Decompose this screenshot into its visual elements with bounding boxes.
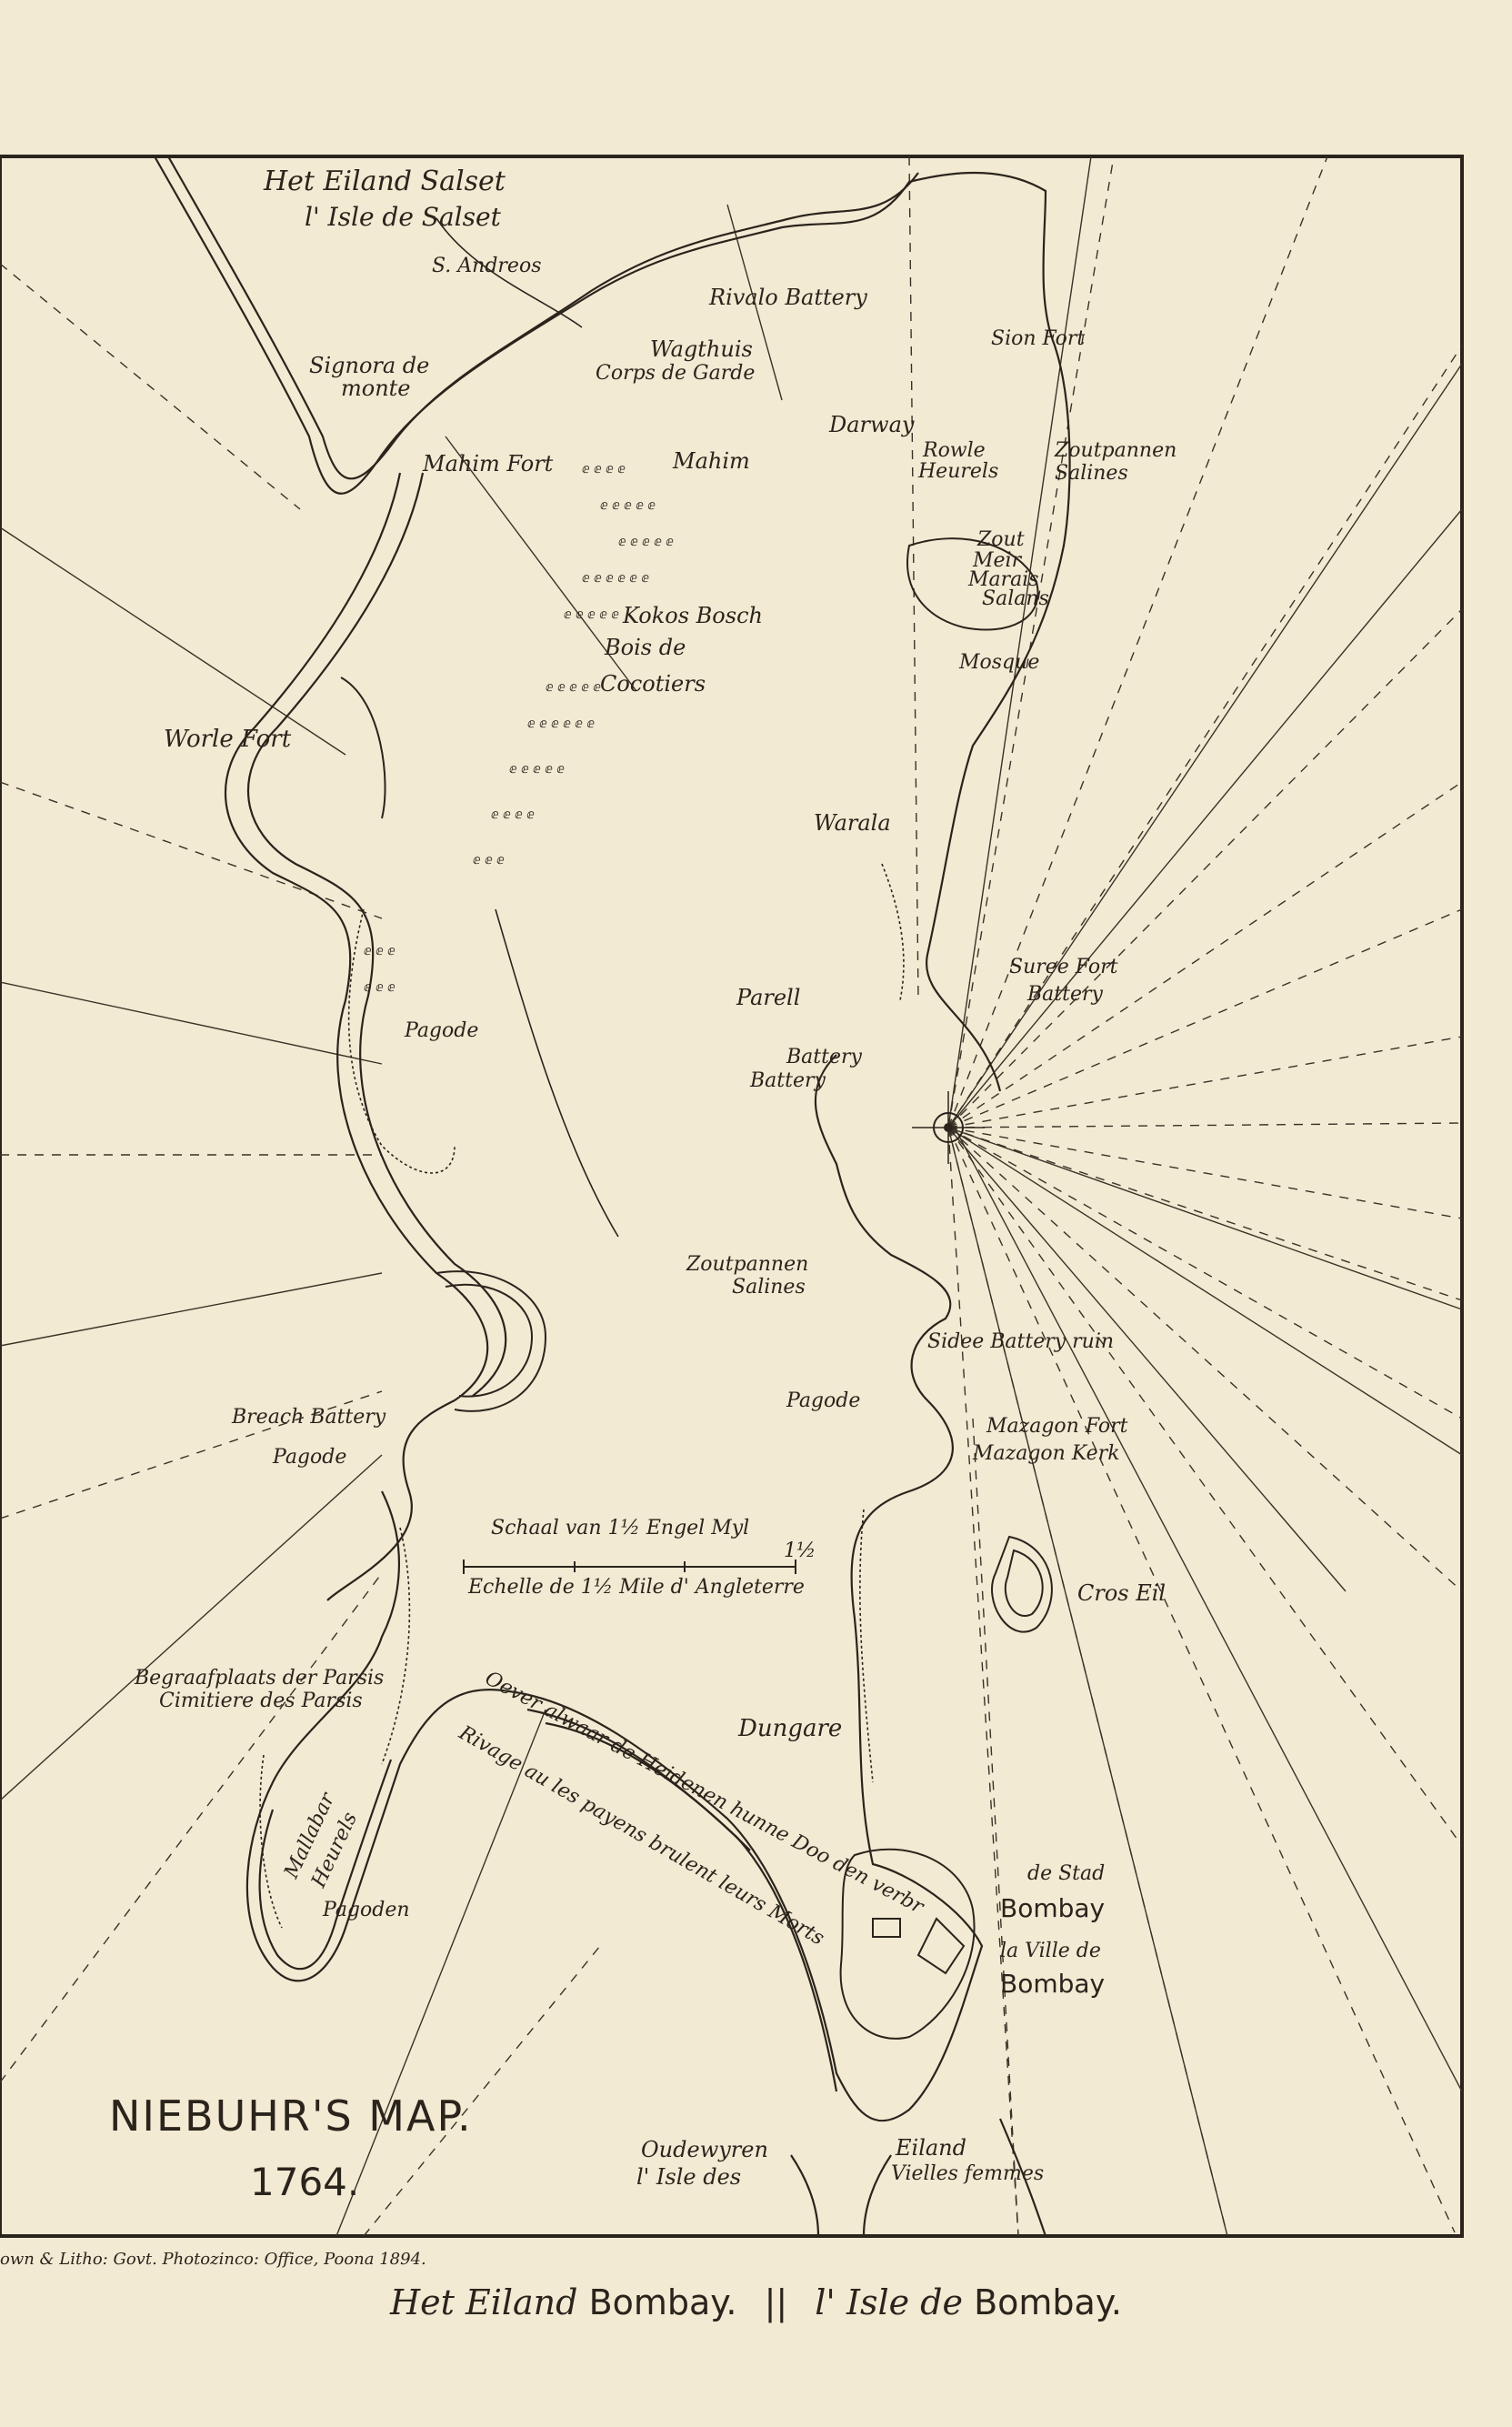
label-zout-meir-1: Zout [977,528,1025,551]
label-wagthuis: Wagthuis [650,336,753,362]
label-cocotiers: Cocotiers [600,671,706,697]
label-zoutpannen-2: Zoutpannen [686,1253,809,1276]
town-of-bombay [872,1917,966,1975]
caption-part2-name: Bombay. [974,2282,1122,2322]
label-rowle: Rowle [923,439,986,462]
label-salines-1: Salines [1055,462,1128,485]
label-zout-meir-4: Salans [982,587,1049,610]
label-pagode-3: Pagode [273,1446,347,1469]
svg-text:ⅇ ⅇ ⅇ: ⅇ ⅇ ⅇ [364,944,396,958]
label-warala: Warala [814,810,891,836]
ridges [259,863,905,1929]
svg-text:ⅇ ⅇ ⅇ ⅇ ⅇ: ⅇ ⅇ ⅇ ⅇ ⅇ [618,535,674,549]
label-mosque: Mosque [959,651,1040,674]
caption-part2-italic: l' Isle de [815,2282,963,2322]
islands [340,537,1053,2040]
svg-text:ⅇ ⅇ ⅇ ⅇ ⅇ ⅇ: ⅇ ⅇ ⅇ ⅇ ⅇ ⅇ [527,717,595,731]
rhumb-lines [0,155,1463,2237]
label-zout-meir-3: Marais [968,568,1039,591]
svg-text:ⅇ ⅇ ⅇ ⅇ: ⅇ ⅇ ⅇ ⅇ [491,807,535,822]
label-sion-fort: Sion Fort [991,327,1086,350]
label-monte: monte [341,376,411,401]
svg-text:ⅇ ⅇ ⅇ: ⅇ ⅇ ⅇ [364,980,396,995]
label-battery-2: Battery [750,1069,826,1092]
caption-part1-name: Bombay. [588,2282,737,2322]
label-scale-french: Echelle de 1½ Mile d' Angleterre [468,1576,805,1599]
label-breach-battery: Breach Battery [232,1406,386,1429]
map-title: NIEBUHR'S MAP. [109,2091,473,2141]
label-stad-bombay: Bombay [1000,1893,1106,1923]
label-rivalo-battery: Rivalo Battery [709,285,867,310]
coastline [154,155,1071,2237]
label-worle-fort: Worle Fort [164,726,292,753]
label-suree-battery: Battery [1027,983,1103,1006]
forest-area: ⅇ ⅇ ⅇ ⅇ ⅇ ⅇ ⅇ ⅇ ⅇ ⅇ ⅇ ⅇ ⅇ ⅇ ⅇ ⅇ ⅇ ⅇ ⅇ ⅇ … [364,462,674,995]
label-heurels: Heurels [918,460,999,483]
label-begraafplaats: Begraafplaats der Parsis [135,1667,385,1690]
label-kokos-bosch: Kokos Bosch [623,603,763,628]
label-signora: Signora de [309,353,430,378]
label-sidee-battery: Sidee Battery ruin [927,1330,1115,1353]
scale-bar [463,1559,796,1574]
svg-text:ⅇ ⅇ ⅇ ⅇ ⅇ: ⅇ ⅇ ⅇ ⅇ ⅇ [546,680,601,695]
label-pagoden: Pagoden [323,1899,410,1921]
label-la-ville-de: la Ville de [1000,1940,1101,1962]
label-corps-de-garde: Corps de Garde [596,362,756,385]
rivers [436,217,619,1238]
compass-rose [912,1091,985,1164]
map-frame [0,155,1464,2238]
label-eiland: Eiland [896,2135,966,2161]
label-vielles-femmes: Vielles femmes [891,2162,1045,2185]
compass-rays [0,155,1463,2237]
label-parell: Parell [736,985,801,1010]
map-caption: Het Eiland Bombay. || l' Isle de Bombay. [0,2282,1512,2322]
label-de-stad: de Stad [1027,1862,1106,1885]
svg-text:ⅇ ⅇ ⅇ ⅇ ⅇ ⅇ: ⅇ ⅇ ⅇ ⅇ ⅇ ⅇ [582,571,649,586]
label-cimitiere: Cimitiere des Parsis [159,1690,363,1712]
label-s-andreos: S. Andreos [432,255,542,277]
svg-text:ⅇ ⅇ ⅇ ⅇ: ⅇ ⅇ ⅇ ⅇ [582,462,626,476]
label-salines-2: Salines [732,1276,806,1299]
label-battery-1: Battery [786,1046,862,1068]
label-salset-french: l' Isle de Salset [305,202,501,232]
printer-credit: own & Litho: Govt. Photozinco: Office, P… [0,2250,426,2269]
label-mahim-fort: Mahim Fort [423,451,554,476]
map-year: 1764. [250,2160,360,2204]
label-scale-end: 1½ [784,1539,816,1562]
label-cros-eil: Cros Eil [1077,1580,1167,1606]
label-mazagon-fort: Mazagon Fort [986,1415,1128,1438]
svg-text:ⅇ ⅇ ⅇ ⅇ ⅇ: ⅇ ⅇ ⅇ ⅇ ⅇ [600,498,656,513]
label-darway: Darway [829,412,915,437]
label-dungare: Dungare [738,1715,843,1742]
label-pagode-2: Pagode [786,1389,861,1412]
label-isle-des: l' Isle des [636,2164,742,2190]
label-zout-meir-2: Meir [973,549,1022,572]
label-mahim: Mahim [673,448,750,474]
label-bois-de: Bois de [605,635,686,660]
label-ville-bombay: Bombay [1000,1969,1106,1999]
label-oudewyren: Oudewyren [641,2137,768,2162]
label-scale-dutch: Schaal van 1½ Engel Myl [491,1517,750,1539]
label-zoutpannen-1: Zoutpannen [1055,439,1177,462]
caption-part1-italic: Het Eiland [389,2282,578,2322]
svg-text:ⅇ ⅇ ⅇ: ⅇ ⅇ ⅇ [473,853,505,868]
svg-text:ⅇ ⅇ ⅇ ⅇ ⅇ: ⅇ ⅇ ⅇ ⅇ ⅇ [564,607,619,622]
label-salset-dutch: Het Eiland Salset [264,165,506,197]
label-suree-fort: Suree Fort [1009,956,1118,978]
svg-text:ⅇ ⅇ ⅇ ⅇ ⅇ: ⅇ ⅇ ⅇ ⅇ ⅇ [509,762,565,777]
caption-separator: || [764,2282,788,2322]
label-pagode-1: Pagode [405,1019,479,1042]
label-mazagon-kerk: Mazagon Kerk [973,1442,1120,1465]
